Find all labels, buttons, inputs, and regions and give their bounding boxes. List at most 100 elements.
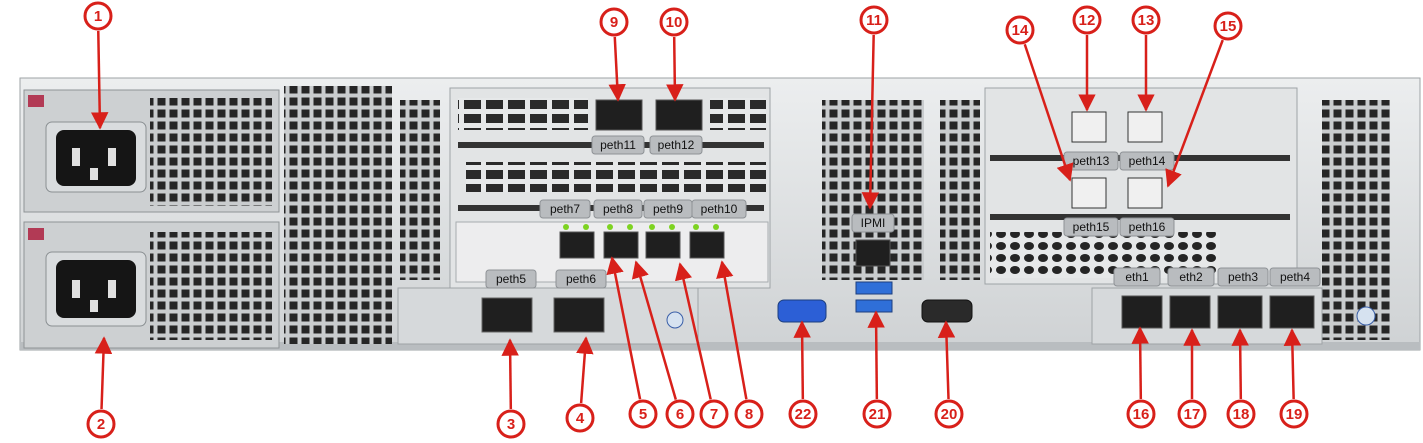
port-labels: peth11 peth12 peth7 peth8 peth9 peth10 peth5 pe… [485,135,1321,289]
rj45-port-peth16 [1127,177,1163,209]
port-tag-peth15: peth15 [1063,217,1119,237]
callout-number-4: 4 [576,410,585,427]
callout-arrow-9 [608,36,626,102]
callout-arrow-18 [1231,328,1249,400]
callout-number-10: 10 [666,14,683,31]
ipmi-port [855,239,891,267]
callout-arrow-19 [1283,328,1302,400]
port-tag-peth6: peth6 [555,269,607,289]
rj45-port-peth14 [1127,111,1163,143]
sfp-port-peth7 [559,231,595,259]
sfp-port-peth6 [553,297,605,333]
sfp-port-peth9 [645,231,681,259]
port-tag-peth4: peth4 [1269,267,1321,287]
callout-number-18: 18 [1233,406,1250,423]
callout-number-20: 20 [941,406,958,423]
sfp-port-peth10 [689,231,725,259]
callout-circle-14 [1005,15,1035,45]
sfp-port-peth11 [595,99,643,131]
port-tag-text-peth14: peth14 [1129,154,1166,168]
callout-arrow-4 [576,336,594,404]
vent-slot-1 [400,100,440,280]
usb-port-1 [855,281,893,295]
callout-number-19: 19 [1286,406,1303,423]
port-tag-peth16: peth16 [1119,217,1175,237]
port-tag-text-peth13: peth13 [1073,154,1110,168]
callout-arrow-22 [793,320,811,400]
callout-number-3: 3 [507,416,515,433]
port-tag-peth14: peth14 [1119,151,1175,171]
port-tag-peth7: peth7 [539,199,591,219]
callout-arrow-15 [1165,39,1224,188]
port-tag-eth1: eth1 [1113,267,1161,287]
callout-arrow-20 [937,320,956,400]
port-tag-text-peth15: peth15 [1073,220,1110,234]
callout-circle-22 [788,399,818,429]
port-tag-text-peth9: peth9 [653,202,683,216]
sfp-port-peth12 [655,99,703,131]
callout-circle-11 [859,5,889,35]
callout-arrow-6 [631,260,678,400]
vent-left [284,86,392,344]
callout-circle-9 [599,7,629,37]
callout-number-11: 11 [866,12,882,29]
callout-circle-7 [699,399,729,429]
port-tag-text-peth12: peth12 [658,138,695,152]
port-tag-peth10: peth10 [691,199,747,219]
port-tag-text-peth16: peth16 [1129,220,1166,234]
port-tag-text-peth11: peth11 [600,138,636,152]
power-socket-2 [56,260,136,318]
callout-arrow-14 [1023,43,1074,182]
port-tag-text-peth3: peth3 [1228,270,1258,284]
port-tag-text-peth5: peth5 [496,272,526,286]
port-tag-text-peth4: peth4 [1280,270,1310,284]
callout-circle-4 [565,403,595,433]
port-tag-text-peth7: peth7 [550,202,580,216]
rj45-port-eth2 [1169,295,1211,329]
sfp-port-peth4 [1269,295,1315,329]
callout-circle-1 [83,1,113,31]
callout-number-6: 6 [676,406,684,423]
port-tag-peth12: peth12 [649,135,703,155]
callout-circle-10 [659,7,689,37]
port-tag-ipmi: IPMI [851,213,895,233]
callout-circle-18 [1226,399,1256,429]
callout-number-5: 5 [639,406,647,423]
callout-arrow-10 [666,36,684,102]
sfp-port-peth5 [481,297,533,333]
callout-number-9: 9 [610,14,618,31]
callout-number-15: 15 [1220,18,1237,35]
callout-number-22: 22 [795,406,812,423]
port-tag-peth11: peth11 [591,135,645,155]
callout-arrow-2 [94,336,113,410]
callout-circle-8 [734,399,764,429]
port-tag-eth2: eth2 [1167,267,1215,287]
callout-number-1: 1 [94,8,102,25]
thumbscrew-right-icon [1356,306,1376,326]
callout-arrow-21 [867,310,885,400]
callout-circle-12 [1072,5,1102,35]
callout-number-14: 14 [1012,22,1029,39]
callout-number-2: 2 [97,416,105,433]
power-supply-2 [23,221,280,349]
rj45-port-eth1 [1121,295,1163,329]
callout-circle-17 [1177,399,1207,429]
port-tag-text-peth6: peth6 [566,272,596,286]
port-tag-text-eth1: eth1 [1125,270,1149,284]
callout-arrow-5 [606,256,642,400]
callout-circle-20 [934,399,964,429]
callout-number-16: 16 [1133,406,1150,423]
port-tag-peth9: peth9 [643,199,693,219]
port-tag-peth13: peth13 [1063,151,1119,171]
port-tag-text-ipmi: IPMI [861,216,886,230]
callout-arrow-16 [1131,326,1149,400]
callout-arrow-7 [674,262,712,400]
callout-circle-21 [862,399,892,429]
sfp-group-peth7-10 [559,224,725,259]
callout-arrow-3 [501,338,519,410]
port-tag-text-peth8: peth8 [603,202,633,216]
callout-number-8: 8 [745,406,753,423]
callout-circle-3 [496,409,526,439]
